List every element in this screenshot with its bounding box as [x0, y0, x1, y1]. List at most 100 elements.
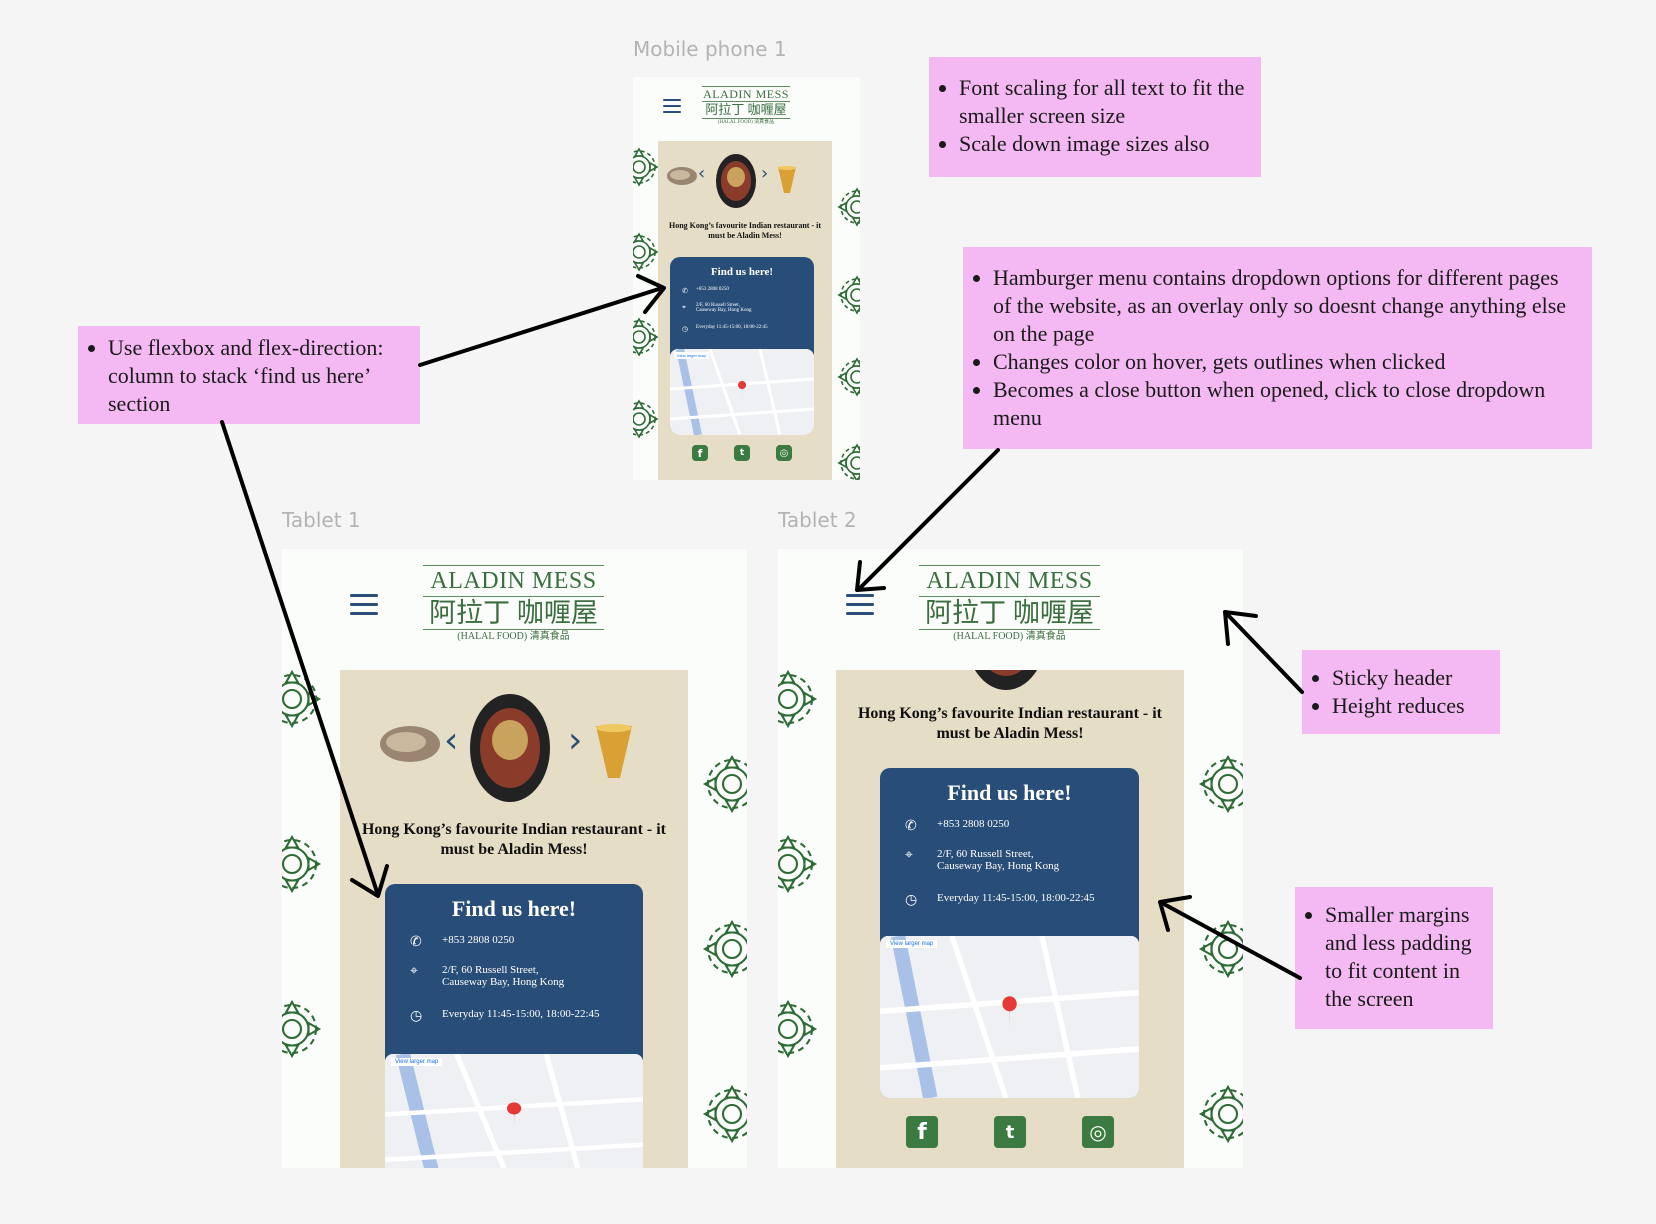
- find-us-card: Find us here! ✆ +853 2808 0250 ⌖ 2/F, 60…: [385, 884, 643, 1168]
- logo[interactable]: ALADIN MESS 阿拉丁 咖喱屋 (HALAL FOOD) 清真食品: [423, 565, 604, 644]
- facebook-icon[interactable]: f: [692, 445, 708, 461]
- mandala-ornament: [702, 754, 747, 814]
- map-pin-icon: ⌖: [682, 303, 686, 311]
- mandala-ornament: [282, 999, 322, 1059]
- mandala-ornament: [633, 399, 659, 439]
- address-line-1: 2/F, 60 Russell Street,: [937, 848, 1034, 860]
- facebook-icon[interactable]: f: [906, 1116, 938, 1148]
- phone-icon: ✆: [905, 819, 917, 834]
- note-item: Height reduces: [1332, 692, 1490, 720]
- carousel-prev-button[interactable]: ‹: [444, 720, 459, 761]
- address-line-2: Causeway Bay, Hong Kong: [937, 860, 1060, 872]
- note-item: Use flexbox and flex-direction: column t…: [108, 334, 410, 418]
- mandala-ornament: [702, 919, 747, 979]
- find-us-title: Find us here!: [451, 896, 577, 921]
- note-hamburger: Hamburger menu contains dropdown options…: [963, 247, 1592, 449]
- tablet-1-frame: ALADIN MESS 阿拉丁 咖喱屋 (HALAL FOOD) 清真食品 ‹ …: [282, 549, 747, 1168]
- instagram-icon[interactable]: ◎: [1082, 1116, 1114, 1148]
- address-line-2: Causeway Bay, Hong Kong: [442, 976, 565, 988]
- opening-hours: Everyday 11:45-15:00, 18:00-22:45: [696, 325, 768, 330]
- note-margins: Smaller margins and less padding to fit …: [1295, 887, 1493, 1029]
- google-map[interactable]: View larger map: [385, 1054, 643, 1168]
- logo-subtitle: (HALAL FOOD) 清真食品: [717, 120, 775, 125]
- frame-label-tablet-1: Tablet 1: [282, 508, 361, 532]
- frame-label-mobile: Mobile phone 1: [633, 37, 787, 61]
- view-larger-map-link[interactable]: View larger map: [391, 1058, 443, 1066]
- naan-image: [380, 726, 440, 762]
- note-item: Sticky header: [1332, 664, 1490, 692]
- tagline: Hong Kong’s favourite Indian restaurant …: [668, 221, 821, 240]
- logo-subtitle: (HALAL FOOD) 清真食品: [457, 631, 570, 642]
- tablet-2-frame: ALADIN MESS 阿拉丁 咖喱屋 (HALAL FOOD) 清真食品 Ho…: [778, 549, 1243, 1168]
- view-larger-map-link[interactable]: View larger map: [886, 940, 938, 948]
- tagline: Hong Kong’s favourite Indian restaurant …: [857, 705, 1162, 742]
- content-panel: ‹ › Hong Kong’s favourite Indian restaur…: [340, 670, 688, 1168]
- note-flexbox: Use flexbox and flex-direction: column t…: [78, 326, 420, 424]
- curry-dish-image: [974, 670, 1038, 690]
- note-font-scaling: Font scaling for all text to fit the sma…: [929, 57, 1261, 177]
- logo-title-zh: 阿拉丁 咖喱屋: [925, 598, 1094, 628]
- mandala-ornament: [837, 357, 860, 397]
- logo-subtitle: (HALAL FOOD) 清真食品: [953, 631, 1066, 642]
- opening-hours: Everyday 11:45-15:00, 18:00-22:45: [442, 1008, 600, 1020]
- phone-icon: ✆: [682, 287, 688, 295]
- carousel-next-button[interactable]: ›: [568, 720, 583, 761]
- logo[interactable]: ALADIN MESS 阿拉丁 咖喱屋 (HALAL FOOD) 清真食品: [919, 565, 1100, 644]
- address-line-2: Causeway Bay, Hong Kong: [696, 308, 752, 313]
- mandala-ornament: [778, 834, 818, 894]
- instagram-icon[interactable]: ◎: [776, 445, 792, 461]
- hamburger-menu-button[interactable]: [846, 594, 874, 615]
- carousel-next-button[interactable]: ›: [761, 163, 769, 184]
- curry-dish-image: [470, 694, 550, 802]
- frame-label-tablet-2: Tablet 2: [778, 508, 857, 532]
- mandala-ornament: [633, 147, 659, 187]
- logo-title-zh: 阿拉丁 咖喱屋: [429, 598, 598, 628]
- lassi-image: [778, 166, 796, 193]
- address-line-1: 2/F, 60 Russell Street,: [442, 964, 539, 976]
- clock-icon: ◷: [682, 325, 689, 333]
- hamburger-menu-button[interactable]: [663, 99, 681, 113]
- content-panel: Hong Kong’s favourite Indian restaurant …: [836, 670, 1184, 1168]
- mandala-ornament: [778, 999, 818, 1059]
- mandala-ornament: [837, 187, 860, 227]
- mandala-ornament: [837, 275, 860, 315]
- note-item: Changes color on hover, gets outlines wh…: [993, 348, 1580, 376]
- mandala-ornament: [282, 669, 322, 729]
- phone-number[interactable]: +853 2808 0250: [696, 287, 729, 292]
- mobile-frame: ALADIN MESS 阿拉丁 咖喱屋 (HALAL FOOD) 清真食品 ‹ …: [633, 77, 860, 480]
- phone-icon: ✆: [410, 935, 422, 950]
- mandala-ornament: [1198, 919, 1243, 979]
- mandala-ornament: [633, 232, 659, 272]
- note-item: Smaller margins and less padding to fit …: [1325, 901, 1483, 1013]
- logo-title-en: ALADIN MESS: [430, 568, 597, 594]
- address-line-1: 2/F, 60 Russell Street,: [696, 303, 740, 308]
- carousel-prev-button[interactable]: ‹: [698, 163, 706, 184]
- clock-icon: ◷: [410, 1009, 423, 1024]
- find-us-card: Find us here! ✆ +853 2808 0250 ⌖ 2/F, 60…: [670, 257, 814, 435]
- view-larger-map-link[interactable]: View larger map: [674, 352, 709, 359]
- twitter-icon[interactable]: t: [994, 1116, 1026, 1148]
- twitter-icon[interactable]: t: [734, 445, 750, 461]
- phone-number[interactable]: +853 2808 0250: [442, 934, 515, 946]
- lassi-image: [596, 724, 632, 778]
- mandala-ornament: [1198, 754, 1243, 814]
- logo[interactable]: ALADIN MESS 阿拉丁 咖喱屋 (HALAL FOOD) 清真食品: [702, 86, 790, 126]
- google-map[interactable]: View larger map: [670, 349, 814, 435]
- phone-number[interactable]: +853 2808 0250: [937, 818, 1010, 830]
- mandala-ornament: [837, 443, 860, 480]
- find-us-title: Find us here!: [710, 266, 774, 278]
- google-map[interactable]: View larger map: [880, 936, 1139, 1098]
- clock-icon: ◷: [905, 893, 918, 908]
- mandala-ornament: [1198, 1084, 1243, 1144]
- opening-hours: Everyday 11:45-15:00, 18:00-22:45: [937, 892, 1095, 904]
- arrow-flexbox-to-mobile: [418, 286, 664, 367]
- logo-title-en: ALADIN MESS: [926, 568, 1093, 594]
- map-pin-icon: ⌖: [410, 964, 418, 979]
- note-item: Becomes a close button when opened, clic…: [993, 376, 1580, 432]
- find-us-card: Find us here! ✆ +853 2808 0250 ⌖ 2/F, 60…: [880, 768, 1139, 1098]
- note-item: Hamburger menu contains dropdown options…: [993, 264, 1580, 348]
- hamburger-menu-button[interactable]: [350, 594, 378, 615]
- logo-title-en: ALADIN MESS: [703, 87, 789, 101]
- mandala-ornament: [778, 669, 818, 729]
- note-item: Scale down image sizes also: [959, 130, 1249, 158]
